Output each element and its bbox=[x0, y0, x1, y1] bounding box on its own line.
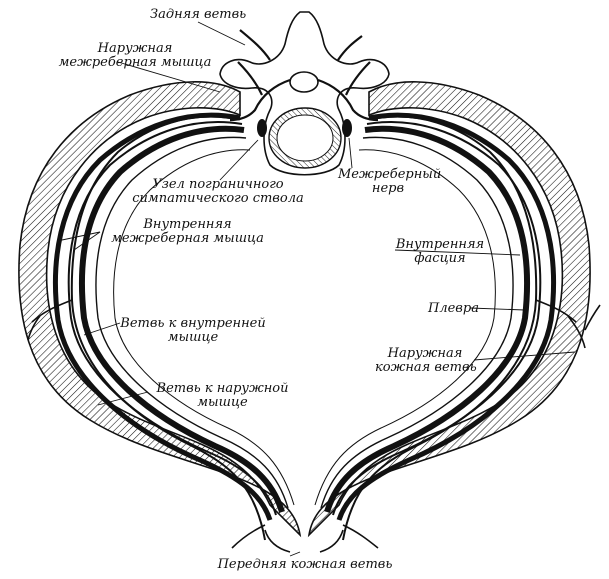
label-branch-internal: Ветвь к внутренней мышце bbox=[118, 317, 268, 345]
label-intercostal-nerve: Межреберный нерв bbox=[338, 167, 442, 196]
label-sympathetic-ganglion-line2: симпатического ствола bbox=[132, 191, 304, 206]
label-lateral-cutaneous: Наружная кожная ветвь bbox=[375, 346, 477, 375]
label-branch-internal-line1: Ветвь к внутренней bbox=[120, 316, 266, 331]
label-branch-external: Ветвь к наружной мышце bbox=[150, 382, 295, 410]
label-internal-fascia-line1: Внутренняя bbox=[395, 237, 485, 252]
label-internal-fascia-line2: фасция bbox=[414, 251, 466, 266]
sympathetic-ganglia bbox=[257, 119, 352, 137]
vertebra bbox=[219, 11, 390, 176]
label-sympathetic-ganglion-line1: Узел пограничного bbox=[152, 177, 284, 192]
label-lateral-cutaneous-line2: кожная ветвь bbox=[375, 360, 477, 375]
label-internal-fascia: Внутренняя фасция bbox=[395, 238, 485, 266]
external-intercostal-muscle-band bbox=[18, 81, 591, 538]
label-branch-internal-line2: мышце bbox=[167, 330, 219, 345]
label-leaders bbox=[61, 21, 576, 557]
label-internal-intercostal-line2: межреберная мышца bbox=[111, 231, 264, 246]
label-external-intercostal: Наружная межреберная мышца bbox=[55, 42, 215, 70]
label-external-intercostal-line2: межреберная мышца bbox=[58, 55, 212, 70]
label-intercostal-nerve-line2: нерв bbox=[371, 181, 405, 196]
internal-intercostal-layers bbox=[52, 112, 557, 521]
label-lateral-cutaneous-line1: Наружная bbox=[387, 346, 463, 361]
label-branch-external-line2: мышце bbox=[197, 395, 248, 410]
label-branch-external-line1: Ветвь к наружной bbox=[156, 381, 289, 396]
pleura-outline bbox=[113, 149, 496, 506]
lateral-cutaneous-branches bbox=[27, 299, 601, 349]
label-pleura: Плевра bbox=[428, 301, 479, 316]
anterior-cutaneous-branches bbox=[231, 524, 379, 553]
label-internal-intercostal: Внутренняя межреберная мышца bbox=[100, 218, 275, 246]
label-intercostal-nerve-line1: Межреберный bbox=[338, 167, 442, 182]
nerve-roots bbox=[229, 29, 379, 122]
label-posterior-branch: Задняя ветвь bbox=[150, 7, 247, 22]
label-sympathetic-ganglion: Узел пограничного симпатического ствола bbox=[118, 178, 318, 206]
label-internal-intercostal-line1: Внутренняя bbox=[143, 217, 232, 232]
label-anterior-cutaneous: Передняя кожная ветвь bbox=[217, 557, 393, 572]
label-external-intercostal-line1: Наружная bbox=[97, 41, 173, 56]
